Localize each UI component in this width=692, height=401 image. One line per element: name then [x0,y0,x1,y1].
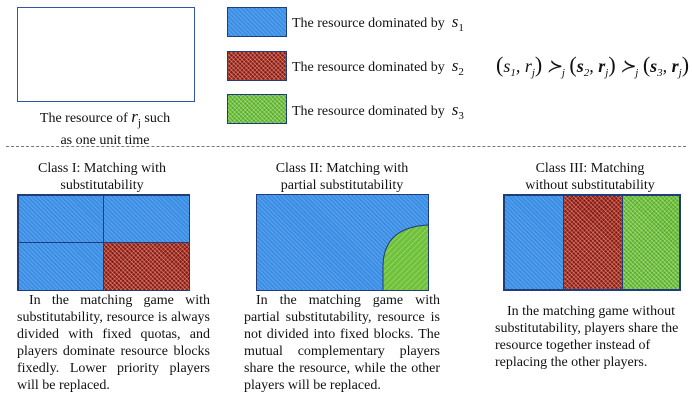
legend-label-s2: The resource dominated by s2 [292,56,464,79]
class3-title: Class III: Matching without substitutabi… [525,161,655,193]
unit-resource-caption: The resource of rj such as one unit time [39,107,171,148]
class3-diagram [503,194,681,291]
class2-complement-shape [382,224,428,290]
class1-diagram [17,194,190,291]
class1-description: In the matching game with substitutabili… [17,293,210,393]
class2-diagram [256,194,429,291]
class3-description: In the matching game without substitutab… [495,304,679,370]
class1-block-s2 [103,242,189,290]
class1-block-s1-c [18,242,104,290]
class2-title: Class II: Matching with partial substitu… [275,161,409,193]
unit-resource-box [17,7,195,102]
legend-swatch-s3 [227,94,287,124]
class1-title: Class I: Matching with substitutability [38,161,166,193]
legend-swatch-s1 [227,7,287,37]
class3-block-s2 [563,195,623,290]
preference-formula: (s1, rj) ≻j (s2, rj) ≻j (s3, rj) [496,52,690,79]
legend-label-s1: The resource dominated by s1 [292,12,464,35]
class2-description: In the matching game with partial substi… [244,293,440,393]
legend-swatch-s2 [227,51,287,81]
class1-block-s1-a [18,195,104,243]
class1-block-s1-b [103,195,189,243]
class3-block-s3 [622,195,680,290]
section-divider [6,146,686,147]
legend-label-s3: The resource dominated by s3 [292,100,464,123]
class3-block-s1 [504,195,564,290]
